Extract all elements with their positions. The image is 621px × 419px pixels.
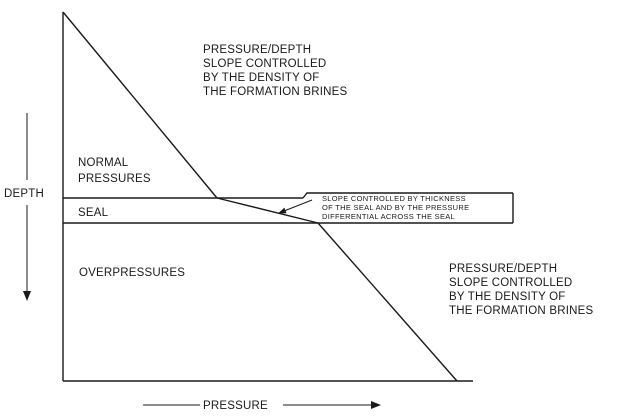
lower-slope-line-3: BY THE DENSITY OF <box>449 291 566 303</box>
depth-axis-label: DEPTH <box>4 188 44 200</box>
lower-slope-line-2: SLOPE CONTROLLED <box>449 277 572 289</box>
lower-slope-line-1: PRESSURE/DEPTH <box>449 263 557 275</box>
upper-gradient-line <box>62 11 218 199</box>
seal-zone-label: SEAL <box>78 207 109 219</box>
normal-zone-label-line-1: NORMAL <box>78 157 129 169</box>
lower-slope-annotation: PRESSURE/DEPTH SLOPE CONTROLLED BY THE D… <box>449 263 593 317</box>
upper-slope-line-4: THE FORMATION BRINES <box>203 86 347 98</box>
upper-slope-annotation: PRESSURE/DEPTH SLOPE CONTROLLED BY THE D… <box>203 44 347 98</box>
upper-slope-line-1: PRESSURE/DEPTH <box>203 44 311 56</box>
upper-slope-line-2: SLOPE CONTROLLED <box>203 58 326 70</box>
seal-slope-line-1: SLOPE CONTROLLED BY THICKNESS <box>322 194 466 203</box>
lower-gradient-line <box>317 222 458 382</box>
seal-slope-annotation: SLOPE CONTROLLED BY THICKNESS OF THE SEA… <box>322 194 469 221</box>
seal-top-callout-line <box>302 192 513 199</box>
seal-gradient-line <box>216 197 319 224</box>
lower-slope-line-4: THE FORMATION BRINES <box>449 305 593 317</box>
seal-annotation-pointer <box>278 199 313 214</box>
normal-zone-label-line-2: PRESSURES <box>78 173 151 185</box>
seal-slope-line-2: OF THE SEAL AND BY THE PRESSURE <box>322 203 469 212</box>
overpressure-zone-label: OVERPRESSURES <box>79 267 185 279</box>
upper-slope-line-3: BY THE DENSITY OF <box>203 72 320 84</box>
seal-slope-line-3: DIFFERENTIAL ACROSS THE SEAL <box>322 212 455 221</box>
pressure-axis-label: PRESSURE <box>203 400 268 412</box>
